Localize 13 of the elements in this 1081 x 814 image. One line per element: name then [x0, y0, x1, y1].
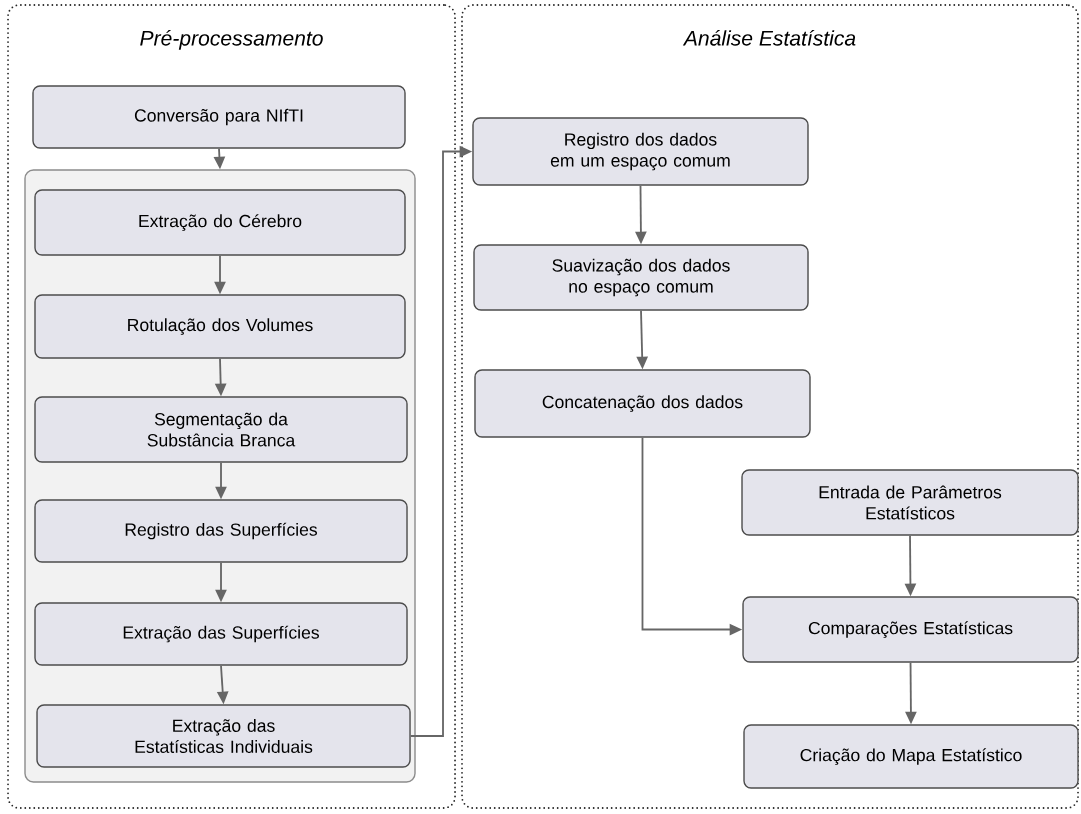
process-box: Registro dos dados em um espaço comum	[472, 117, 809, 186]
process-box: Conversão para NIfTI	[32, 85, 406, 149]
process-box: Rotulação dos Volumes	[34, 294, 406, 359]
process-box: Concatenação dos dados	[474, 369, 811, 438]
process-box: Extração do Cérebro	[34, 189, 406, 256]
process-box: Extração das Superfícies	[34, 602, 408, 666]
process-box: Segmentação da Substância Branca	[34, 396, 408, 463]
process-box: Suavização dos dados no espaço comum	[473, 244, 809, 311]
process-box: Registro das Superfícies	[34, 499, 408, 563]
process-box: Comparações Estatísticas	[742, 596, 1079, 663]
process-box: Criação do Mapa Estatístico	[743, 724, 1079, 789]
process-box: Entrada de Parâmetros Estatísticos	[741, 469, 1079, 536]
process-box: Extração das Estatísticas Individuais	[36, 704, 411, 768]
